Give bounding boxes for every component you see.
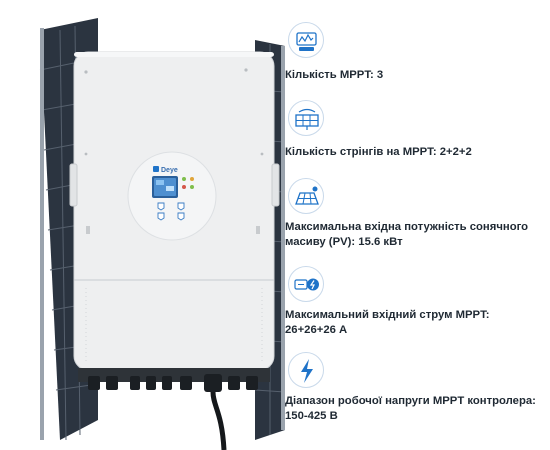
inverter-icon: Deye [69,51,280,450]
spec-text: Максимальний вхідний струм MPPT: 26+26+2… [285,309,490,336]
spec-text: Кількість MPPT: 3 [285,69,384,81]
solar-array-icon [288,100,324,136]
voltage-bolt-icon [288,352,324,388]
deye-logo-icon: Deye [153,166,178,174]
mppt-chart-icon [288,22,324,58]
product-image: Deye [39,18,285,450]
spec-text: Кількість стрінгів на MPPT: 2+2+2 [285,146,472,158]
svg-text:Deye: Deye [161,167,178,174]
spec-text: Максимальна вхідна потужність сонячного … [285,221,529,248]
inverter-image: Deye [39,18,285,450]
spec-text: Діапазон робочої напруги MPPT контролера… [285,395,536,422]
current-icon [288,266,324,302]
solar-power-icon [288,178,324,214]
